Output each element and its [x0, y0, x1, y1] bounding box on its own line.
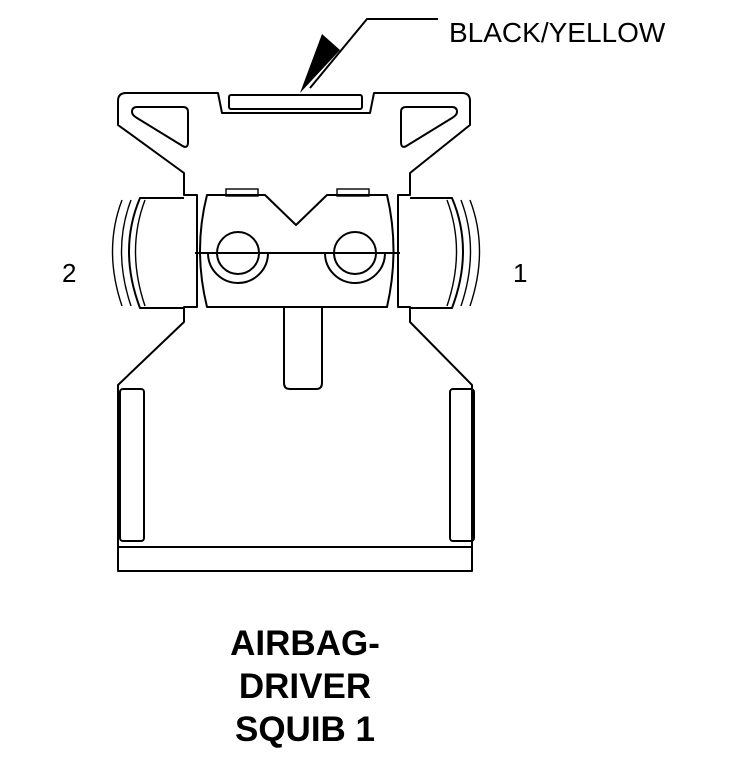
lower-slot-left [119, 388, 145, 542]
title-line-3: SQUIB 1 [234, 710, 376, 749]
top-tab-left [225, 188, 259, 197]
pin-1-label: 1 [513, 258, 528, 288]
terminal-cavity-2 [207, 231, 269, 284]
pin-2-label: 2 [62, 258, 77, 288]
side-rib-right [410, 197, 481, 309]
lower-slot-right [449, 388, 475, 542]
connector-title: AIRBAG- DRIVER SQUIB 1 [105, 622, 505, 751]
side-rib-left [111, 197, 184, 309]
latch-window-left [131, 106, 189, 148]
latch-window-right [400, 106, 458, 148]
top-tab-right [336, 188, 370, 197]
wire-cavity [228, 94, 363, 110]
center-tab [283, 307, 323, 390]
terminal-housing [199, 194, 395, 308]
terminal-cavity-1 [324, 231, 386, 284]
connector-body-outline [117, 92, 473, 572]
leader-arrow [300, 18, 438, 93]
wire-color-label: BLACK/YELLOW [449, 17, 666, 48]
title-line-2: DRIVER [238, 667, 372, 706]
title-line-1: AIRBAG- [230, 624, 380, 663]
